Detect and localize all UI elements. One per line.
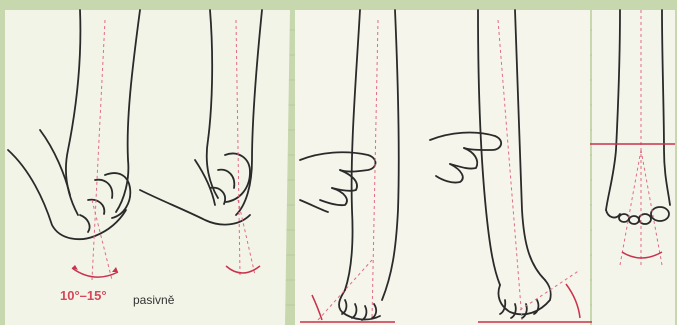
panel-hand-left [5, 10, 290, 325]
passive-label: pasivně [133, 293, 174, 307]
angle-label: 10°–15° [60, 288, 107, 303]
panel-legs [295, 10, 590, 325]
